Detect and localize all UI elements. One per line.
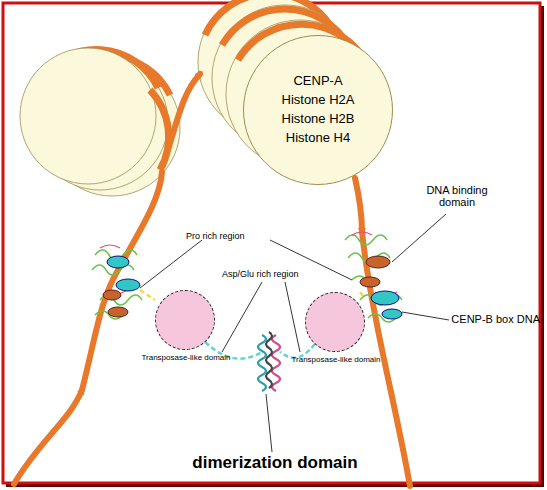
- dna-label: CENP-B box DNA: [451, 313, 540, 325]
- histone-name: Histone H2B: [282, 110, 355, 129]
- histone-name: Histone H4: [286, 129, 350, 148]
- left-dna-binding-domain: [92, 245, 142, 319]
- region-label: Asp/Glu rich region: [222, 270, 299, 280]
- domain-label: Transposase-like domain: [291, 356, 380, 365]
- domain-label: DNA binding domain: [412, 184, 502, 208]
- domain-label: Transposase-like domain: [141, 354, 230, 363]
- region-label: Pro rich region: [186, 232, 245, 242]
- transposase-domain: Transposase-like domain: [155, 290, 215, 350]
- nucleosome-disc: CENP-AHistone H2AHistone H2BHistone H4: [243, 35, 393, 185]
- histone-name: Histone H2A: [282, 91, 355, 110]
- histone-name: CENP-A: [293, 72, 342, 91]
- title-label: dimerization domain: [150, 454, 400, 473]
- leader-line: [140, 214, 449, 452]
- transposase-domain: Transposase-like domain: [305, 292, 365, 352]
- dimerization-helix: [258, 332, 280, 391]
- frame: [3, 3, 540, 483]
- linker: [140, 290, 365, 359]
- left-nucleosome: [20, 48, 180, 196]
